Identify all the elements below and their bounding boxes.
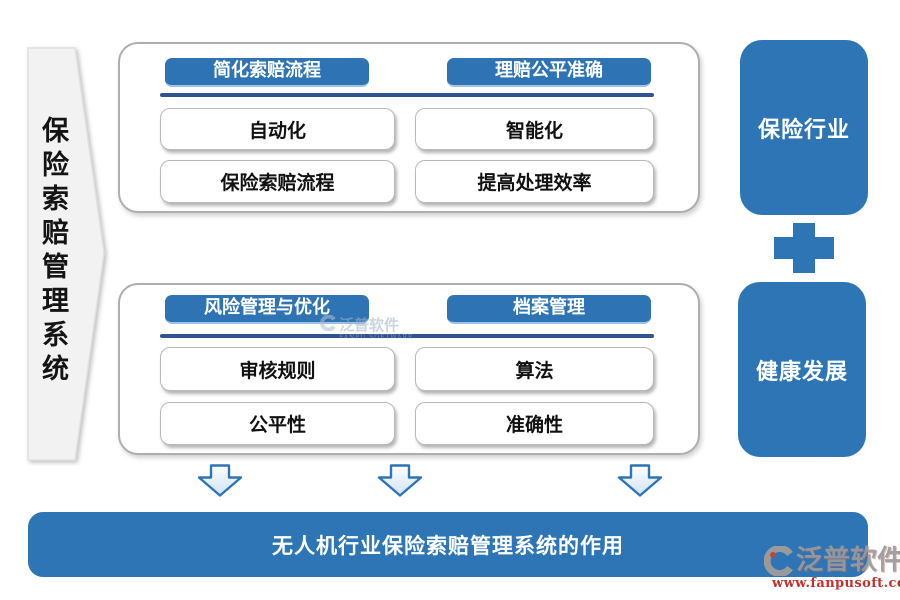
down-arrow-icon <box>197 464 243 497</box>
panel-divider <box>160 334 654 338</box>
item-box: 审核规则 <box>160 347 395 391</box>
header-archive-management: 档案管理 <box>447 295 651 324</box>
panel-risk-archive: 风险管理与优化 档案管理 审核规则 算法 公平性 准确性 泛普软件 FANPU … <box>118 283 700 455</box>
item-box: 公平性 <box>160 402 395 445</box>
footer-banner: 无人机行业保险索赔管理系统的作用 <box>28 512 868 577</box>
panel-divider <box>160 93 654 97</box>
header-risk-management: 风险管理与优化 <box>165 295 369 324</box>
side-box-insurance-industry: 保险行业 <box>740 40 868 215</box>
header-fair-settlement: 理赔公平准确 <box>447 58 651 87</box>
down-arrow-icon <box>617 464 663 497</box>
item-box: 自动化 <box>160 108 395 150</box>
header-simplify-claims: 简化索赔流程 <box>165 58 369 87</box>
down-arrow-icon <box>377 464 423 497</box>
watermark-url: www.fanpusoft.com <box>772 576 900 591</box>
item-box: 算法 <box>415 347 654 391</box>
item-box: 保险索赔流程 <box>160 160 395 203</box>
item-box: 智能化 <box>415 108 654 150</box>
item-box: 准确性 <box>415 402 654 445</box>
side-box-healthy-development: 健康发展 <box>738 282 866 457</box>
panel-claims-process: 简化索赔流程 理赔公平准确 自动化 智能化 保险索赔流程 提高处理效率 <box>118 42 700 213</box>
plus-icon <box>774 223 834 273</box>
system-title-vertical: 保险索赔管理系统 <box>37 116 68 388</box>
item-box: 提高处理效率 <box>415 160 654 203</box>
left-banner-shape <box>27 47 105 461</box>
